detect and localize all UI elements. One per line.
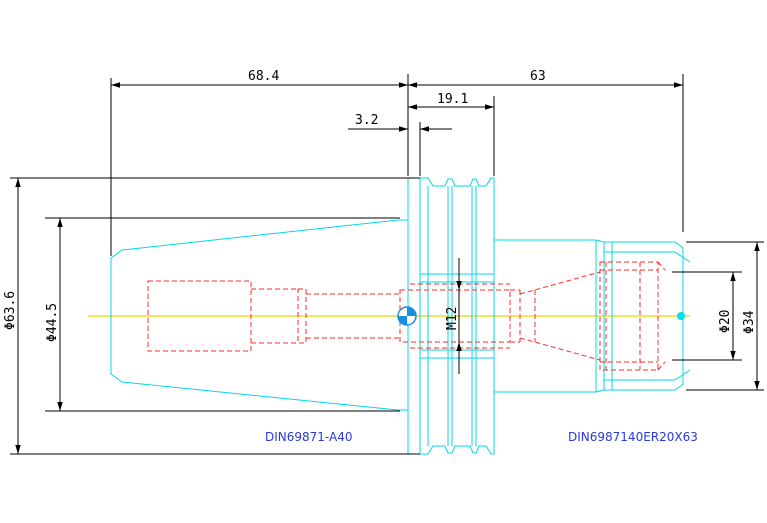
collet-standard-label: DIN6987140ER20X63 bbox=[568, 430, 698, 444]
dim-63: 63 bbox=[530, 69, 546, 84]
taper-shank-outline bbox=[110, 219, 408, 411]
dim-diameter-63-6: Φ63.6 bbox=[3, 291, 18, 330]
tool-tip-marker bbox=[677, 312, 685, 320]
dimension-lines bbox=[10, 74, 764, 455]
dim-68-4: 68.4 bbox=[248, 69, 279, 84]
dim-m12: M12 bbox=[445, 307, 460, 330]
dim-diameter-20: Φ20 bbox=[718, 310, 733, 333]
tool-holder-outline bbox=[110, 177, 691, 455]
flange-outline bbox=[407, 177, 495, 455]
dim-19-1: 19.1 bbox=[437, 92, 468, 107]
dim-3-2: 3.2 bbox=[355, 113, 378, 128]
gauge-point-marker bbox=[397, 306, 417, 326]
dim-diameter-34: Φ34 bbox=[742, 310, 757, 334]
dim-diameter-44-5: Φ44.5 bbox=[45, 303, 60, 342]
shank-standard-label: DIN69871-A40 bbox=[265, 430, 352, 444]
